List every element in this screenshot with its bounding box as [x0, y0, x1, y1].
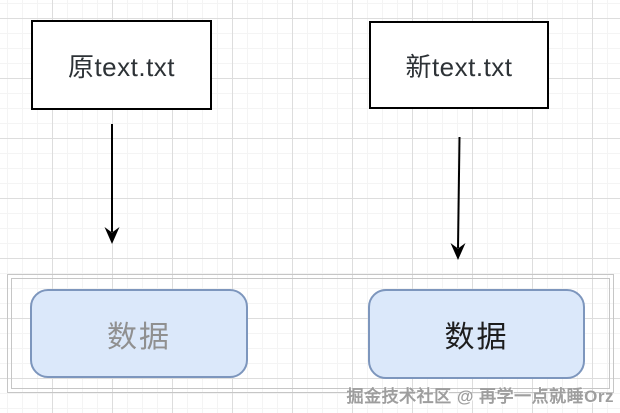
arrow-down-left-icon: [104, 124, 120, 244]
node-new-file-label: 新text.txt: [405, 51, 513, 82]
node-new-file: 新text.txt: [369, 21, 549, 109]
node-data-new: 数据: [368, 289, 585, 379]
data-store-container-inner-border: [11, 278, 610, 389]
watermark-text: 掘金技术社区 @ 再学一点就睡Orz: [346, 387, 614, 406]
data-store-container: [7, 274, 614, 393]
node-original-file: 原text.txt: [31, 20, 212, 110]
node-data-old: 数据: [30, 289, 248, 378]
node-data-new-label: 数据: [444, 321, 509, 354]
node-data-old-label: 数据: [107, 320, 171, 354]
node-original-file-label: 原text.txt: [67, 51, 176, 82]
arrow-down-right-icon: [450, 136, 466, 260]
